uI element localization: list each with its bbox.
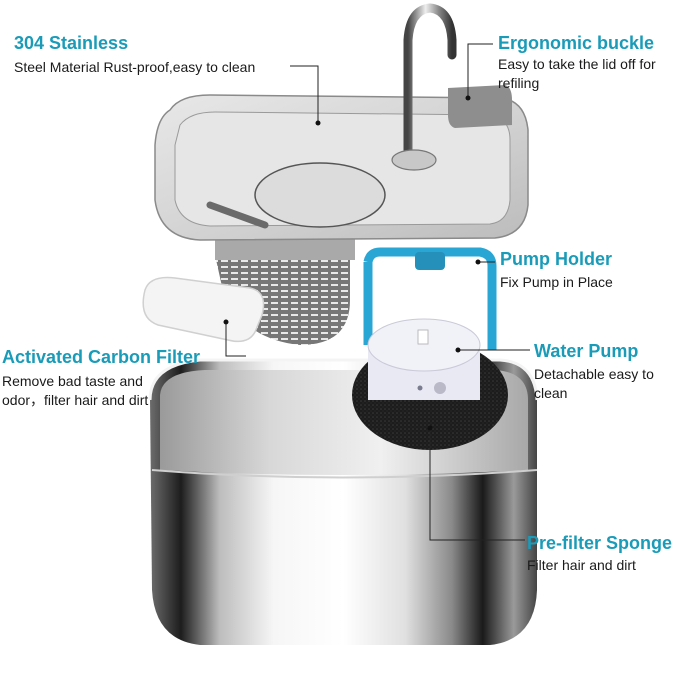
callout-title: Water Pump <box>534 341 639 361</box>
callout-title: Ergonomic buckle <box>498 33 655 53</box>
leader-dots <box>223 95 481 431</box>
callout-buckle: Ergonomic buckle Easy to take the lid of… <box>498 32 678 93</box>
callout-stainless: 304 Stainless Steel Material Rust-proof,… <box>14 32 255 77</box>
ergonomic-buckle <box>448 85 512 128</box>
pump-holder <box>363 247 497 350</box>
callout-desc: Filter hair and dirt <box>527 557 636 573</box>
callout-sponge: Pre-filter Sponge Filter hair and dirt <box>527 532 672 575</box>
callout-desc: Steel Material Rust-proof,easy to clean <box>14 59 256 75</box>
carbon-filter <box>142 276 265 343</box>
callout-desc: Easy to take the lid off for refiling <box>498 56 656 91</box>
faucet <box>391 3 457 171</box>
callout-title: 304 Stainless <box>14 33 129 53</box>
lid-tray <box>154 94 529 241</box>
callout-carbon-filter: Activated Carbon Filter Remove bad taste… <box>2 346 202 410</box>
callout-desc: Fix Pump in Place <box>500 274 613 290</box>
callout-title: Pump Holder <box>500 249 613 269</box>
water-pump <box>352 318 508 450</box>
callout-desc: Remove bad taste and odor，filter hair an… <box>2 373 149 408</box>
callout-pump-holder: Pump Holder Fix Pump in Place <box>500 248 613 292</box>
callout-title: Activated Carbon Filter <box>2 347 201 367</box>
callout-title: Pre-filter Sponge <box>527 533 673 553</box>
callout-water-pump: Water Pump Detachable easy to clean <box>534 340 679 403</box>
leader-lines <box>225 43 530 541</box>
callout-desc: Detachable easy to clean <box>534 366 654 401</box>
